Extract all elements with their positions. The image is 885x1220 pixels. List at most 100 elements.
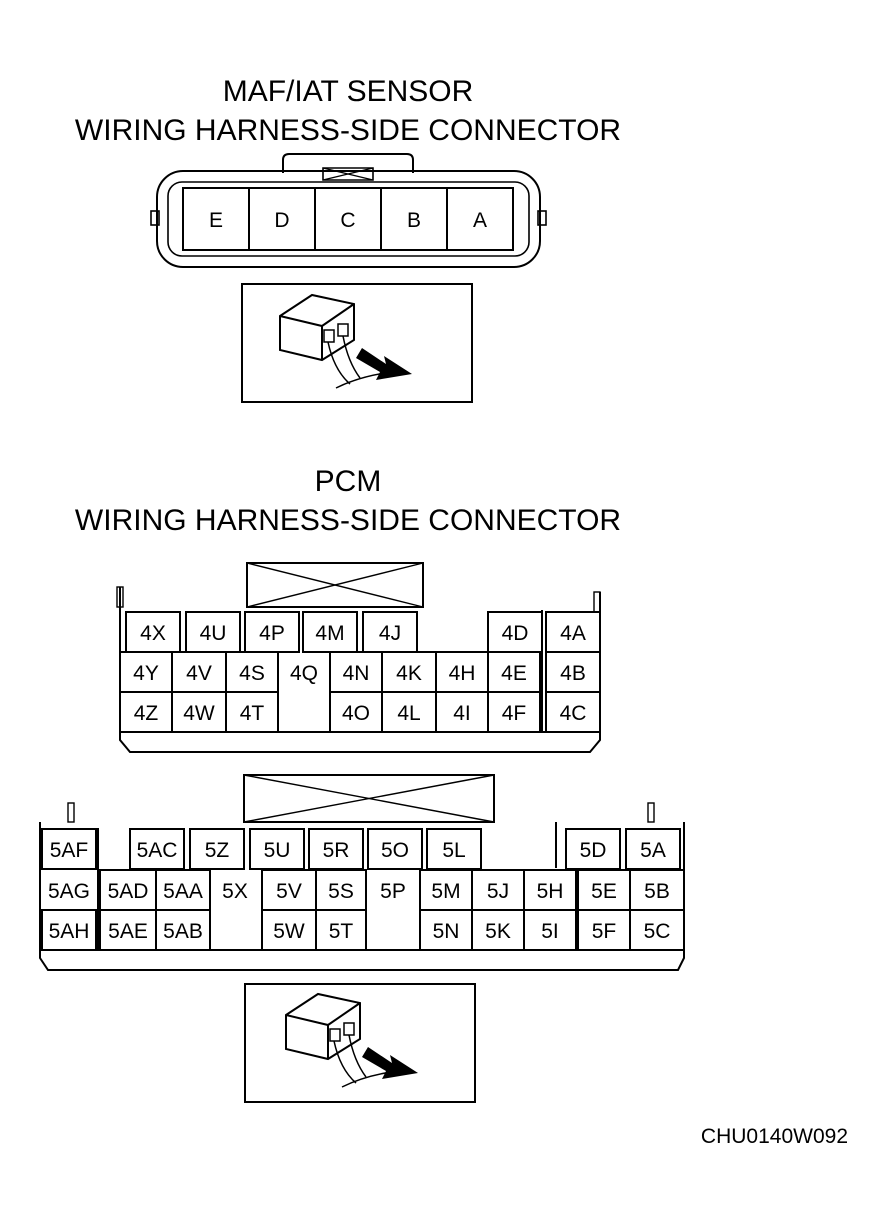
terminal-label: 4E <box>501 662 527 685</box>
terminal-label: 4Z <box>134 702 159 725</box>
terminal-label: 4S <box>239 662 265 685</box>
terminal-label: 5T <box>329 920 354 943</box>
terminal-4j: 4J <box>362 611 418 653</box>
terminal-label: 5O <box>381 839 409 862</box>
terminal-4l: 4L <box>381 691 437 733</box>
terminal-label: 4B <box>560 662 586 685</box>
terminal-4c: 4C <box>545 691 601 733</box>
terminal-5ae: 5AE <box>99 909 157 951</box>
terminal-5c: 5C <box>629 909 685 951</box>
pcm-title-line1: PCM <box>315 465 382 498</box>
terminal-4q: 4Q <box>290 662 318 685</box>
terminal-5p: 5P <box>380 880 406 903</box>
terminal-label: 4A <box>560 622 586 645</box>
terminal-5i: 5I <box>523 909 577 951</box>
terminal-label: 5AD <box>108 880 149 903</box>
terminal-label: 5U <box>264 839 291 862</box>
terminal-4o: 4O <box>329 691 383 733</box>
maf-connector <box>150 153 547 268</box>
terminal-5e: 5E <box>577 869 631 911</box>
terminal-4w: 4W <box>171 691 227 733</box>
maf-pin-e: E <box>209 209 223 232</box>
terminal-label: 4K <box>396 662 422 685</box>
terminal-label: 4P <box>259 622 285 645</box>
terminal-5ah: 5AH <box>41 909 97 951</box>
maf-pin-d: D <box>274 209 289 232</box>
harness-view-icon <box>241 283 473 403</box>
terminal-4a: 4A <box>545 611 601 653</box>
maf-pin-c: C <box>340 209 355 232</box>
figure-code: CHU0140W092 <box>701 1125 848 1148</box>
terminal-5r: 5R <box>308 828 364 870</box>
terminal-5z: 5Z <box>189 828 245 870</box>
terminal-5m: 5M <box>419 869 473 911</box>
terminal-4n: 4N <box>329 651 383 693</box>
terminal-label: 4D <box>502 622 529 645</box>
terminal-label: 5N <box>433 920 460 943</box>
terminal-label: 4O <box>342 702 370 725</box>
terminal-4k: 4K <box>381 651 437 693</box>
terminal-5b: 5B <box>629 869 685 911</box>
terminal-label: 5C <box>644 920 671 943</box>
terminal-4p: 4P <box>244 611 300 653</box>
terminal-label: 5Z <box>205 839 230 862</box>
terminal-label: 5S <box>328 880 354 903</box>
terminal-5u: 5U <box>249 828 305 870</box>
terminal-5h: 5H <box>523 869 577 911</box>
terminal-label: 5AB <box>163 920 203 943</box>
terminal-label: 5D <box>580 839 607 862</box>
terminal-label: 5F <box>592 920 617 943</box>
terminal-label: 4F <box>502 702 527 725</box>
terminal-label: 5AC <box>137 839 178 862</box>
terminal-label: 4J <box>379 622 401 645</box>
terminal-label: 5X <box>222 880 248 903</box>
terminal-label: 4V <box>186 662 212 685</box>
terminal-label: 5J <box>487 880 509 903</box>
terminal-label: 5R <box>323 839 350 862</box>
maf-title-line2: WIRING HARNESS-SIDE CONNECTOR <box>75 114 621 147</box>
terminal-label: 4Y <box>133 662 159 685</box>
terminal-5k: 5K <box>471 909 525 951</box>
terminal-label: 4N <box>343 662 370 685</box>
terminal-label: 4M <box>315 622 344 645</box>
terminal-4h: 4H <box>435 651 489 693</box>
terminal-label: 5AE <box>108 920 148 943</box>
terminal-5t: 5T <box>315 909 367 951</box>
terminal-label: 4I <box>453 702 471 725</box>
terminal-5af: 5AF <box>41 828 97 870</box>
maf-pin-b: B <box>407 209 421 232</box>
terminal-4x: 4X <box>125 611 181 653</box>
terminal-label: 5A <box>640 839 666 862</box>
terminal-5w: 5W <box>261 909 317 951</box>
terminal-4i: 4I <box>435 691 489 733</box>
terminal-4f: 4F <box>487 691 541 733</box>
terminal-5l: 5L <box>426 828 482 870</box>
terminal-4v: 4V <box>171 651 227 693</box>
terminal-label: 5AG <box>48 880 90 903</box>
terminal-5o: 5O <box>367 828 423 870</box>
terminal-4b: 4B <box>545 651 601 693</box>
maf-title-line1: MAF/IAT SENSOR <box>223 75 474 108</box>
terminal-label: 4L <box>397 702 420 725</box>
terminal-4y: 4Y <box>119 651 173 693</box>
pcm-connector-4: 4X 4U 4P 4M 4J 4D 4A 4Y 4V 4S 4Q 4N 4K 4H 4E 4B 4Z 4W 4T 4O… <box>119 610 601 733</box>
terminal-label: 4T <box>240 702 265 725</box>
terminal-5s: 5S <box>315 869 367 911</box>
maf-pin-a: A <box>473 209 487 232</box>
terminal-label: 5K <box>485 920 511 943</box>
terminal-4z: 4Z <box>119 691 173 733</box>
terminal-label: 5P <box>380 880 406 903</box>
terminal-label: 5L <box>442 839 465 862</box>
terminal-label: 4U <box>200 622 227 645</box>
terminal-5ag: 5AG <box>48 880 90 903</box>
terminal-4m: 4M <box>302 611 358 653</box>
terminal-label: 5I <box>541 920 559 943</box>
terminal-4t: 4T <box>225 691 279 733</box>
terminal-label: 4W <box>183 702 215 725</box>
terminal-label: 5V <box>276 880 302 903</box>
terminal-label: 5B <box>644 880 670 903</box>
terminal-label: 4X <box>140 622 166 645</box>
terminal-5d: 5D <box>565 828 621 870</box>
